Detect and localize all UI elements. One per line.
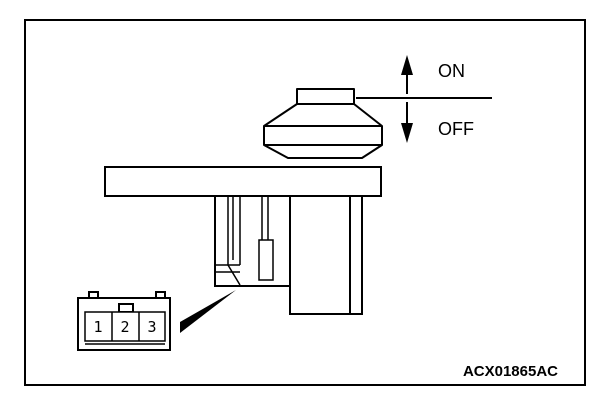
reference-code: ACX01865AC	[463, 363, 558, 380]
pin-1-label: 1	[93, 318, 102, 336]
diagram-frame	[24, 19, 586, 386]
down-arrow-icon	[401, 102, 413, 143]
connector-housing	[215, 196, 274, 286]
switch-body	[214, 195, 363, 315]
connector-face-view	[77, 291, 171, 351]
on-label: ON	[438, 61, 465, 81]
mounting-flange	[104, 166, 382, 197]
off-label: OFF	[438, 119, 474, 139]
pin-2-label: 2	[120, 318, 129, 336]
connector-view-pointer	[180, 290, 236, 333]
up-arrow-icon	[401, 55, 413, 94]
pin-3-label: 3	[147, 318, 156, 336]
switch-plunger	[263, 88, 383, 159]
